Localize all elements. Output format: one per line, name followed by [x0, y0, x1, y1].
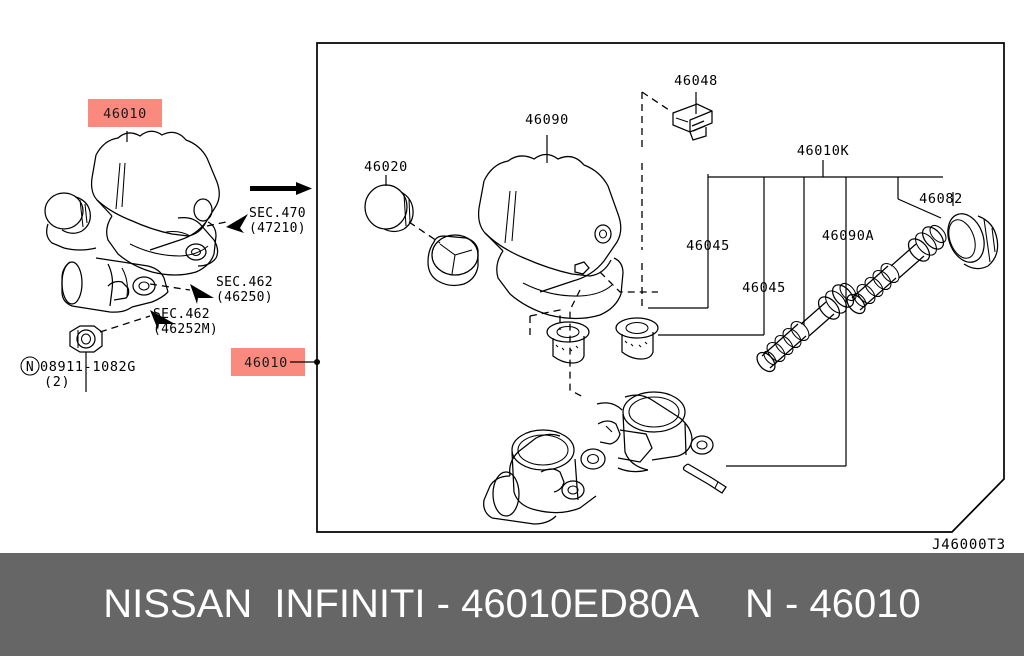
- left-view-leaders: [85, 131, 248, 392]
- highlight-46010-top[interactable]: 46010: [88, 99, 162, 127]
- transition-arrow-icon: [250, 182, 312, 195]
- highlight-46010-top-label: 46010: [103, 106, 147, 122]
- part-label-46082: 46082: [919, 191, 963, 207]
- part-label-46010K: 46010K: [797, 143, 850, 159]
- right-exploded-drawing: [364, 91, 999, 525]
- left-callout-1-line2: (46250): [216, 290, 273, 305]
- part-label-46090A: 46090A: [822, 228, 874, 244]
- left-callout-0-line2: (47210): [249, 221, 306, 236]
- footer-content: NISSAN INFINITI - 46010ED80A N - 46010: [103, 582, 920, 627]
- left-assembly-drawing: [44, 130, 220, 353]
- part-label-46048: 46048: [674, 73, 718, 89]
- cylinder-boot-drawing: [947, 213, 999, 270]
- diagram-canvas-area: SEC.470 (47210) SEC.462 (46250) SEC.462 …: [20, 42, 1006, 553]
- reservoir-grommet-right: [615, 317, 659, 360]
- push-rod-drawing: [682, 463, 727, 494]
- reservoir-cap-drawing: [364, 184, 414, 233]
- primary-piston-drawing: [756, 282, 857, 373]
- diagram-frame: [316, 42, 1005, 533]
- repair-kit-bracket: [648, 160, 943, 467]
- reservoir-tank-drawing: [427, 153, 624, 320]
- mounting-nut-part: [69, 325, 103, 353]
- fastener-quantity: (2): [44, 374, 70, 390]
- fastener-symbol-icon: N: [20, 356, 40, 376]
- footer-part-number: 46010ED80A: [461, 582, 700, 626]
- diagram-id-code: J46000T3: [932, 537, 1006, 553]
- left-callout-1-line1: SEC.462: [216, 275, 273, 290]
- left-callout-2-line1: SEC.462: [153, 307, 210, 322]
- level-sensor-connector-drawing: [672, 103, 713, 141]
- right-view-leaders: [385, 92, 954, 206]
- left-callout-0-line1: SEC.470: [249, 206, 306, 221]
- master-cylinder-body-drawing: [483, 391, 714, 525]
- footer-section-code: N - 46010: [745, 582, 921, 626]
- footer-separator: -: [425, 582, 462, 626]
- highlight-46010-link-label: 46010: [244, 355, 288, 371]
- part-label-46020: 46020: [364, 159, 408, 175]
- fastener-part-number: 08911-1082G: [40, 359, 136, 375]
- reservoir-grommet-left: [546, 321, 590, 364]
- brand-label: NISSAN INFINITI: [103, 582, 426, 626]
- secondary-piston-drawing: [846, 224, 947, 315]
- part-label-46045-lower: 46045: [742, 280, 786, 296]
- footer-bar: NISSAN INFINITI - 46010ED80A N - 46010: [0, 553, 1024, 656]
- left-callout-2-line2: (46252M): [153, 322, 218, 337]
- part-label-46045-upper: 46045: [686, 238, 730, 254]
- parts-diagram-svg: SEC.470 (47210) SEC.462 (46250) SEC.462 …: [20, 42, 1006, 553]
- part-label-46090: 46090: [525, 112, 569, 128]
- fastener-symbol-letter: N: [26, 360, 34, 375]
